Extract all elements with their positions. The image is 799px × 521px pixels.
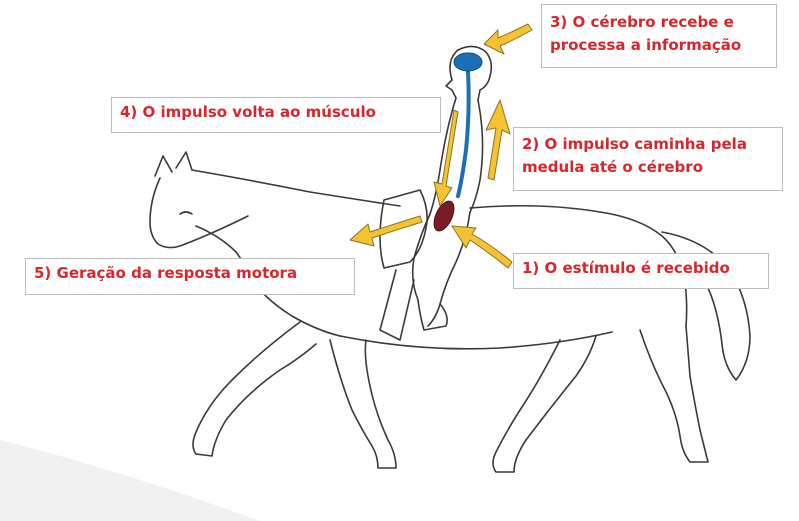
step-4-label: 4) O impulso volta ao músculo: [111, 97, 441, 133]
horse-ear-left: [154, 155, 173, 177]
saddle-flap: [379, 269, 415, 341]
arrows: [349, 23, 533, 269]
horse-eye: [179, 211, 193, 215]
rider-thigh: [411, 213, 431, 301]
paper-shading: [0, 440, 260, 521]
arrow-icon: [349, 215, 423, 247]
horse-front-leg-2: [329, 339, 397, 469]
horse-belly: [339, 331, 613, 350]
horse-hind-leg-1: [492, 335, 597, 473]
rider-drawing: [379, 45, 493, 341]
rider-boot: [417, 299, 448, 331]
horse-hind-leg-2: [639, 325, 709, 463]
horse-front-leg-1: [192, 321, 317, 457]
muscle-icon: [433, 200, 455, 232]
step-3-label: 3) O cérebro recebe e processa a informa…: [541, 4, 777, 68]
step-1-line-1: 1) O estímulo é recebido: [522, 259, 730, 277]
step-1-label: 1) O estímulo é recebido: [513, 253, 769, 289]
rider-head: [449, 45, 493, 101]
rider-face: [445, 79, 457, 99]
step-2-line-1: 2) O impulso caminha pela: [522, 135, 747, 153]
arrow-icon: [485, 99, 511, 181]
step-2-label: 2) O impulso caminha pela medula até o c…: [513, 127, 783, 191]
spinal-cord-icon: [456, 70, 471, 198]
rider-back: [469, 99, 484, 213]
step-3-line-2: processa a informação: [550, 36, 742, 54]
step-3-line-1: 3) O cérebro recebe e: [550, 13, 734, 31]
arrow-icon: [433, 109, 459, 207]
horse-head: [149, 177, 249, 249]
horse-neck-top: [191, 169, 401, 207]
rider-front: [429, 97, 457, 215]
horse-drawing: [149, 151, 751, 473]
step-4-line-1: 4) O impulso volta ao músculo: [120, 103, 376, 121]
horse-ear-right: [175, 151, 193, 171]
saddle: [379, 189, 428, 269]
step-5-label: 5) Geração da resposta motora: [25, 258, 355, 295]
step-5-line-1: 5) Geração da resposta motora: [34, 264, 298, 282]
arrow-icon: [483, 23, 533, 55]
arrow-icon: [451, 225, 513, 269]
brain-icon: [453, 52, 483, 72]
step-2-line-2: medula até o cérebro: [522, 158, 703, 176]
